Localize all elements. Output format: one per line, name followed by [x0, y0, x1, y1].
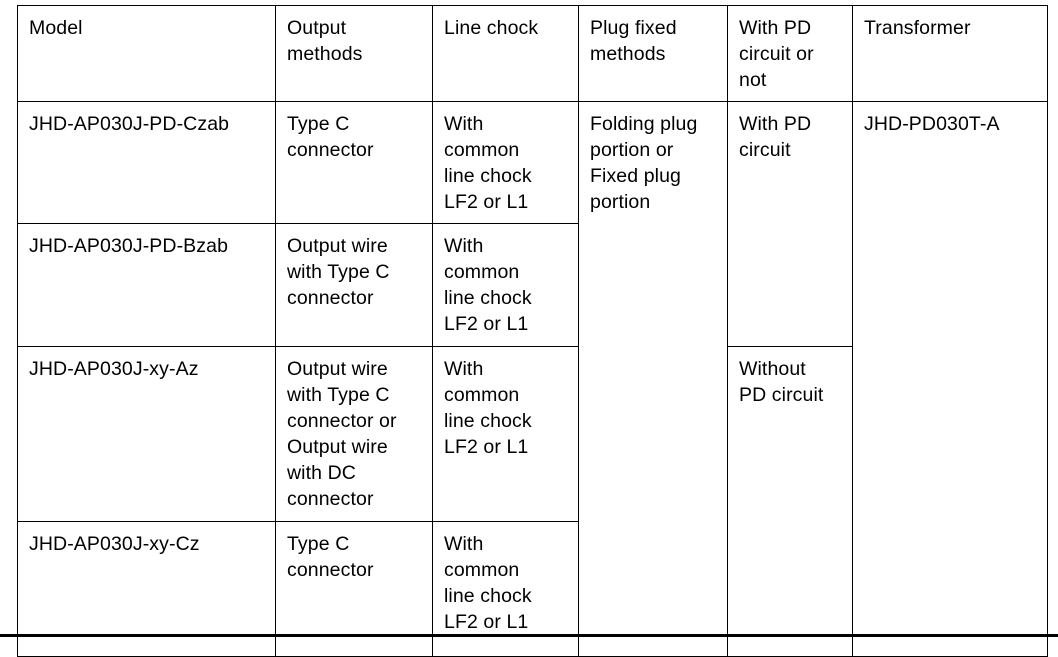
column-header-transformer-label: Transformer	[864, 17, 971, 39]
cell-model-value: JHD-AP030J-PD-Czab	[29, 113, 230, 135]
table-header-row: Model Output methods Line chock Plug fix…	[17, 5, 1048, 102]
cell-output-methods: Output wire with Type C connector or Out…	[275, 346, 433, 522]
column-header-line-chock: Line chock	[432, 5, 579, 102]
cell-model: JHD-AP030J-xy-Az	[17, 346, 276, 522]
cell-line-chock: With common line chock LF2 or L1	[432, 101, 579, 224]
column-header-model-label: Model	[29, 17, 83, 39]
cell-line-chock-value: With common line chock LF2 or L1	[444, 113, 532, 213]
cell-output-methods: Type C connector	[275, 101, 433, 224]
cell-output-methods-value: Type C connector	[287, 533, 374, 581]
column-header-transformer: Transformer	[852, 5, 1048, 102]
cell-pd-circuit-with-merged: With PD circuit	[727, 101, 853, 347]
page-bottom-rule	[0, 634, 1058, 637]
model-specification-table: Model Output methods Line chock Plug fix…	[17, 5, 1048, 657]
cell-line-chock: With common line chock LF2 or L1	[432, 223, 579, 347]
cell-plug-fixed-methods-value: Folding plug portion or Fixed plug porti…	[590, 113, 698, 213]
cell-output-methods-value: Type C connector	[287, 113, 374, 161]
column-header-plug-fixed-methods: Plug fixed methods	[578, 5, 728, 102]
cell-model: JHD-AP030J-PD-Czab	[17, 101, 276, 224]
cell-line-chock-value: With common line chock LF2 or L1	[444, 358, 532, 458]
column-header-line-chock-label: Line chock	[444, 17, 539, 39]
cell-plug-fixed-methods-merged: Folding plug portion or Fixed plug porti…	[578, 101, 728, 657]
column-header-model: Model	[17, 5, 276, 102]
column-header-output-methods-label: Output methods	[287, 17, 363, 65]
cell-pd-circuit-without-value: Without PD circuit	[739, 358, 824, 406]
cell-output-methods: Output wire with Type C connector	[275, 223, 433, 347]
cell-line-chock-value: With common line chock LF2 or L1	[444, 533, 532, 633]
cell-line-chock: With common line chock LF2 or L1	[432, 346, 579, 522]
cell-pd-circuit-with-value: With PD circuit	[739, 113, 812, 161]
cell-pd-circuit-without-merged: Without PD circuit	[727, 346, 853, 657]
cell-model: JHD-AP030J-PD-Bzab	[17, 223, 276, 347]
column-header-output-methods: Output methods	[275, 5, 433, 102]
cell-model-value: JHD-AP030J-xy-Cz	[29, 533, 200, 555]
cell-output-methods-value: Output wire with Type C connector or Out…	[287, 358, 397, 510]
table-row: JHD-AP030J-PD-Bzab Output wire with Type…	[17, 223, 1048, 347]
table-row: JHD-AP030J-PD-Czab Type C connector With…	[17, 101, 1048, 657]
cell-model-value: JHD-AP030J-PD-Bzab	[29, 235, 229, 257]
column-header-pd-circuit: With PD circuit or not	[727, 5, 853, 102]
cell-transformer-value: JHD-PD030T-A	[864, 113, 1000, 135]
column-header-pd-circuit-label: With PD circuit or not	[739, 17, 814, 91]
column-header-plug-fixed-methods-label: Plug fixed methods	[590, 17, 677, 65]
table-row: JHD-AP030J-xy-Az Output wire with Type C…	[17, 346, 1048, 657]
cell-model-value: JHD-AP030J-xy-Az	[29, 358, 199, 380]
cell-output-methods-value: Output wire with Type C connector	[287, 235, 390, 309]
cell-transformer-merged: JHD-PD030T-A	[852, 101, 1048, 657]
cell-line-chock-value: With common line chock LF2 or L1	[444, 235, 532, 335]
